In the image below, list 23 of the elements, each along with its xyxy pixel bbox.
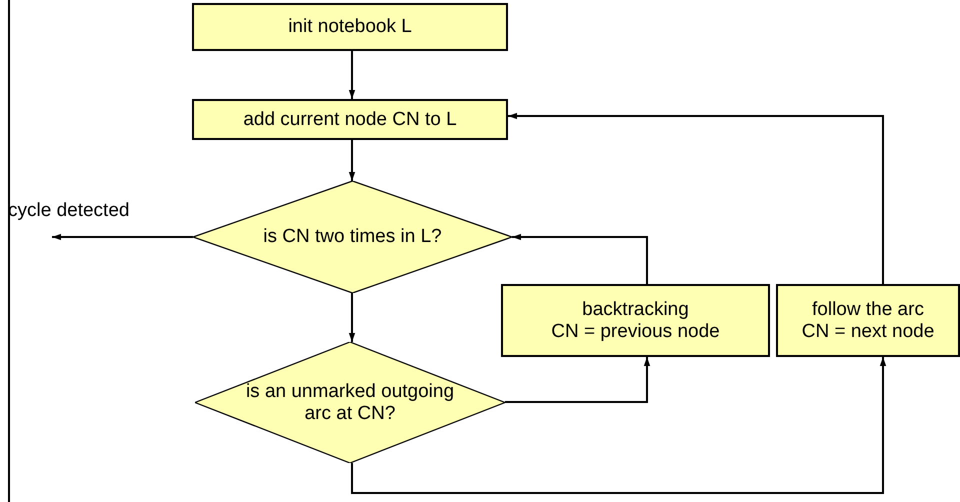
decision-diamond xyxy=(193,181,512,293)
step-text: follow the arc xyxy=(812,298,924,320)
step-text: CN = next node xyxy=(802,320,934,342)
process-box xyxy=(501,284,770,357)
step-text: init notebook L xyxy=(288,16,412,38)
process-box xyxy=(776,284,960,357)
step-text: backtracking xyxy=(582,298,689,320)
arrow xyxy=(348,51,356,99)
decision-text: is CN two times in L? xyxy=(263,226,442,248)
arrow xyxy=(52,234,193,240)
process-box xyxy=(192,99,508,140)
arrow xyxy=(348,293,356,342)
arrow xyxy=(508,112,884,284)
arrow xyxy=(512,234,648,284)
step-text: CN = previous node xyxy=(551,320,720,342)
step-text: add current node CN to L xyxy=(243,108,457,130)
decision-text: is an unmarked outgoing arc at CN? xyxy=(244,380,456,424)
process-box xyxy=(192,3,508,51)
arrow xyxy=(351,357,886,494)
arrow xyxy=(348,140,356,181)
outcome-label: cycle detected xyxy=(8,200,130,222)
arrow xyxy=(505,357,650,403)
decision-diamond xyxy=(195,342,505,463)
